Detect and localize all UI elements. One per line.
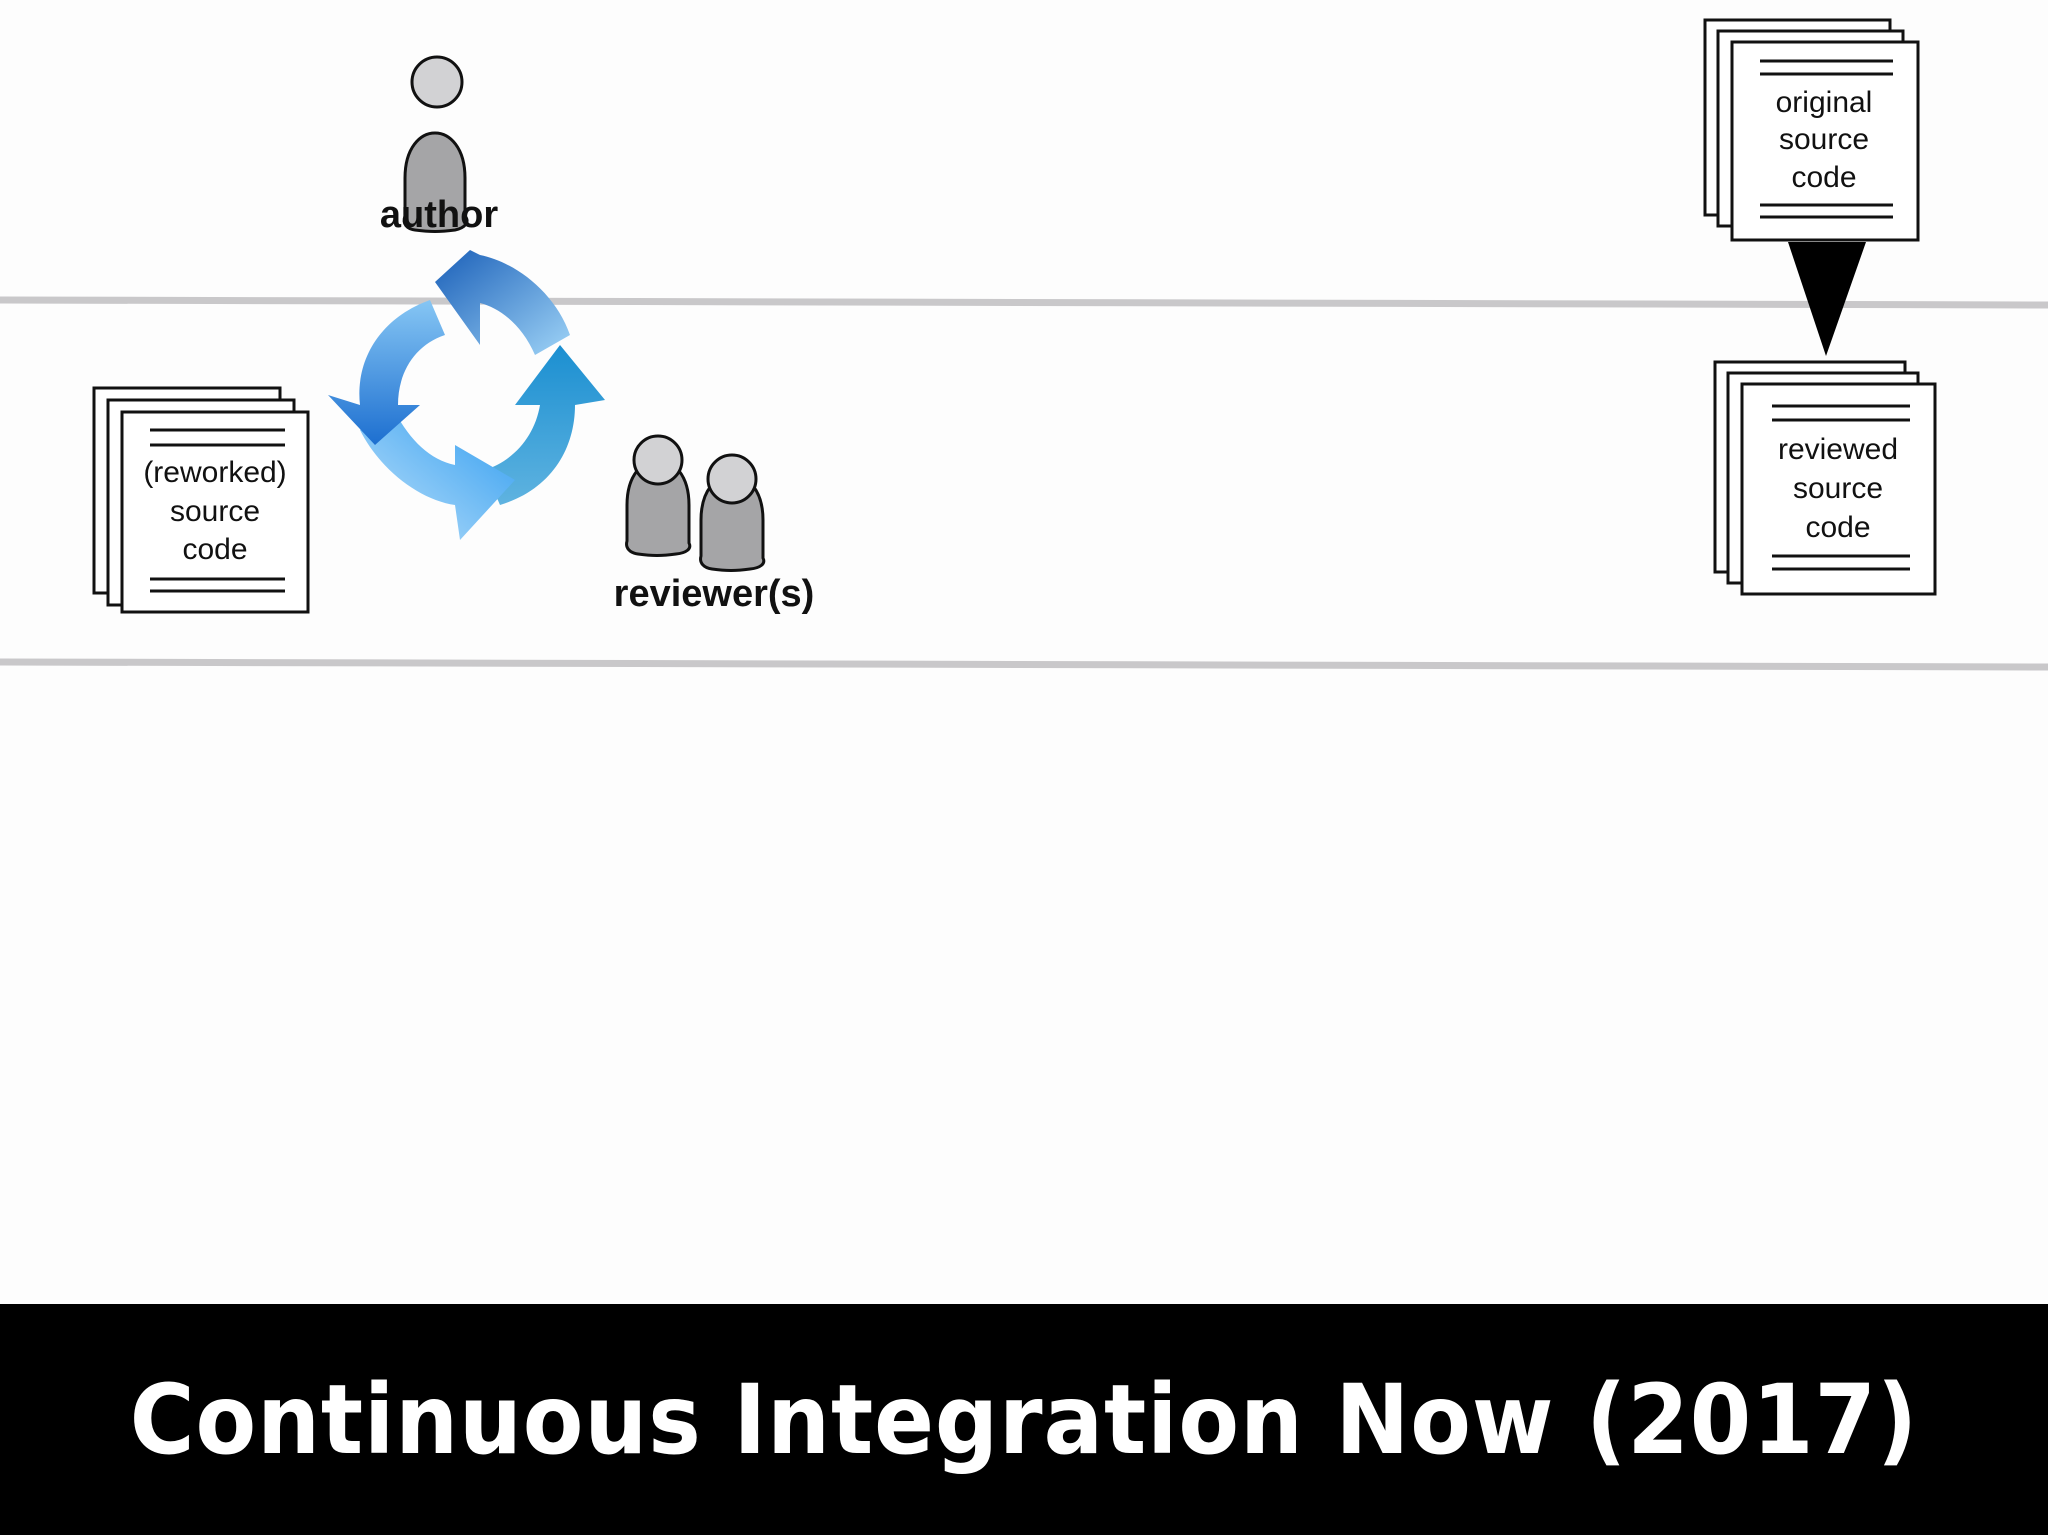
lane-separator-top (0, 296, 2048, 309)
original-doc-line3: code (1791, 161, 1856, 194)
cycle-arrow-bottom (360, 412, 515, 540)
reviewers-person-icon (625, 434, 766, 572)
lane-separator-bottom (0, 658, 2048, 671)
reviewed-doc-line3: code (1805, 511, 1870, 544)
original-doc-line1: original (1776, 86, 1873, 119)
reworked-doc-line3: code (182, 533, 247, 566)
original-to-reviewed-arrow (1788, 242, 1866, 356)
author-label: author (380, 194, 498, 236)
reviewed-source-code-doc: reviewed source code (1713, 360, 1937, 596)
original-doc-line2: source (1779, 123, 1869, 156)
reviewed-doc-line1: reviewed (1778, 433, 1898, 466)
author-person-icon (402, 55, 469, 233)
reworked-doc-line2: source (170, 495, 260, 528)
slide-title: Continuous Integration Now (2017) (129, 1363, 1919, 1476)
cycle-arrow-right (485, 345, 605, 505)
reworked-source-code-doc: (reworked) source code (92, 386, 310, 614)
review-cycle-icon (328, 250, 605, 540)
diagram-svg: author reviewer(s) (0, 18, 2048, 671)
reviewers-label: reviewer(s) (614, 573, 815, 615)
reviewed-doc-line2: source (1793, 472, 1883, 505)
title-bar: Continuous Integration Now (2017) (0, 1304, 2048, 1535)
cycle-arrow-top (435, 250, 570, 355)
reworked-doc-line1: (reworked) (143, 456, 286, 489)
original-source-code-doc: original source code (1703, 18, 1920, 242)
cycle-arrow-left (328, 300, 445, 445)
